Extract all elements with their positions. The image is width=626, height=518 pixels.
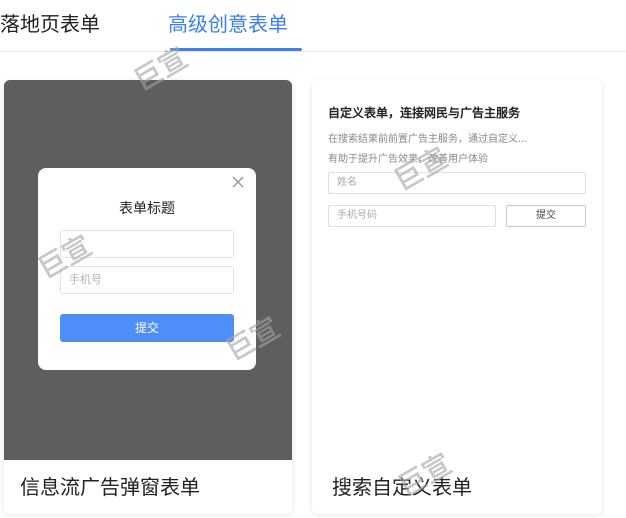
phone-input[interactable]: 手机号码 [328, 205, 496, 227]
card-caption: 搜索自定义表单 [312, 460, 602, 514]
tab-landing-page-form[interactable]: 落地页表单 [0, 12, 100, 36]
form-description-line-2: 有助于提升广告效果，改善用户体验 [328, 154, 488, 165]
card-search-form[interactable]: 自定义表单，连接网民与广告主服务 在搜索结果前前置广告主服务，通过自定义... … [312, 80, 602, 514]
name-input[interactable]: 姓名 [328, 172, 586, 194]
popup-modal: 表单标题 手机号 提交 [38, 168, 256, 370]
tab-advanced-creative-form[interactable]: 高级创意表单 [168, 12, 288, 36]
tab-bar: 落地页表单 高级创意表单 [0, 0, 626, 52]
submit-button[interactable]: 提交 [506, 205, 586, 227]
card-popup-form[interactable]: 表单标题 手机号 提交 信息流广告弹窗表单 [4, 80, 292, 514]
phone-input[interactable]: 手机号 [60, 266, 234, 294]
card-caption: 信息流广告弹窗表单 [4, 460, 292, 514]
name-input[interactable] [60, 230, 234, 258]
active-tab-indicator [170, 48, 302, 51]
form-title: 自定义表单，连接网民与广告主服务 [328, 106, 521, 120]
preview-overlay: 表单标题 手机号 提交 [4, 80, 292, 460]
close-icon[interactable] [230, 174, 246, 190]
modal-title: 表单标题 [119, 201, 175, 217]
form-description-line-1: 在搜索结果前前置广告主服务，通过自定义... [328, 134, 528, 145]
submit-button[interactable]: 提交 [60, 314, 234, 342]
